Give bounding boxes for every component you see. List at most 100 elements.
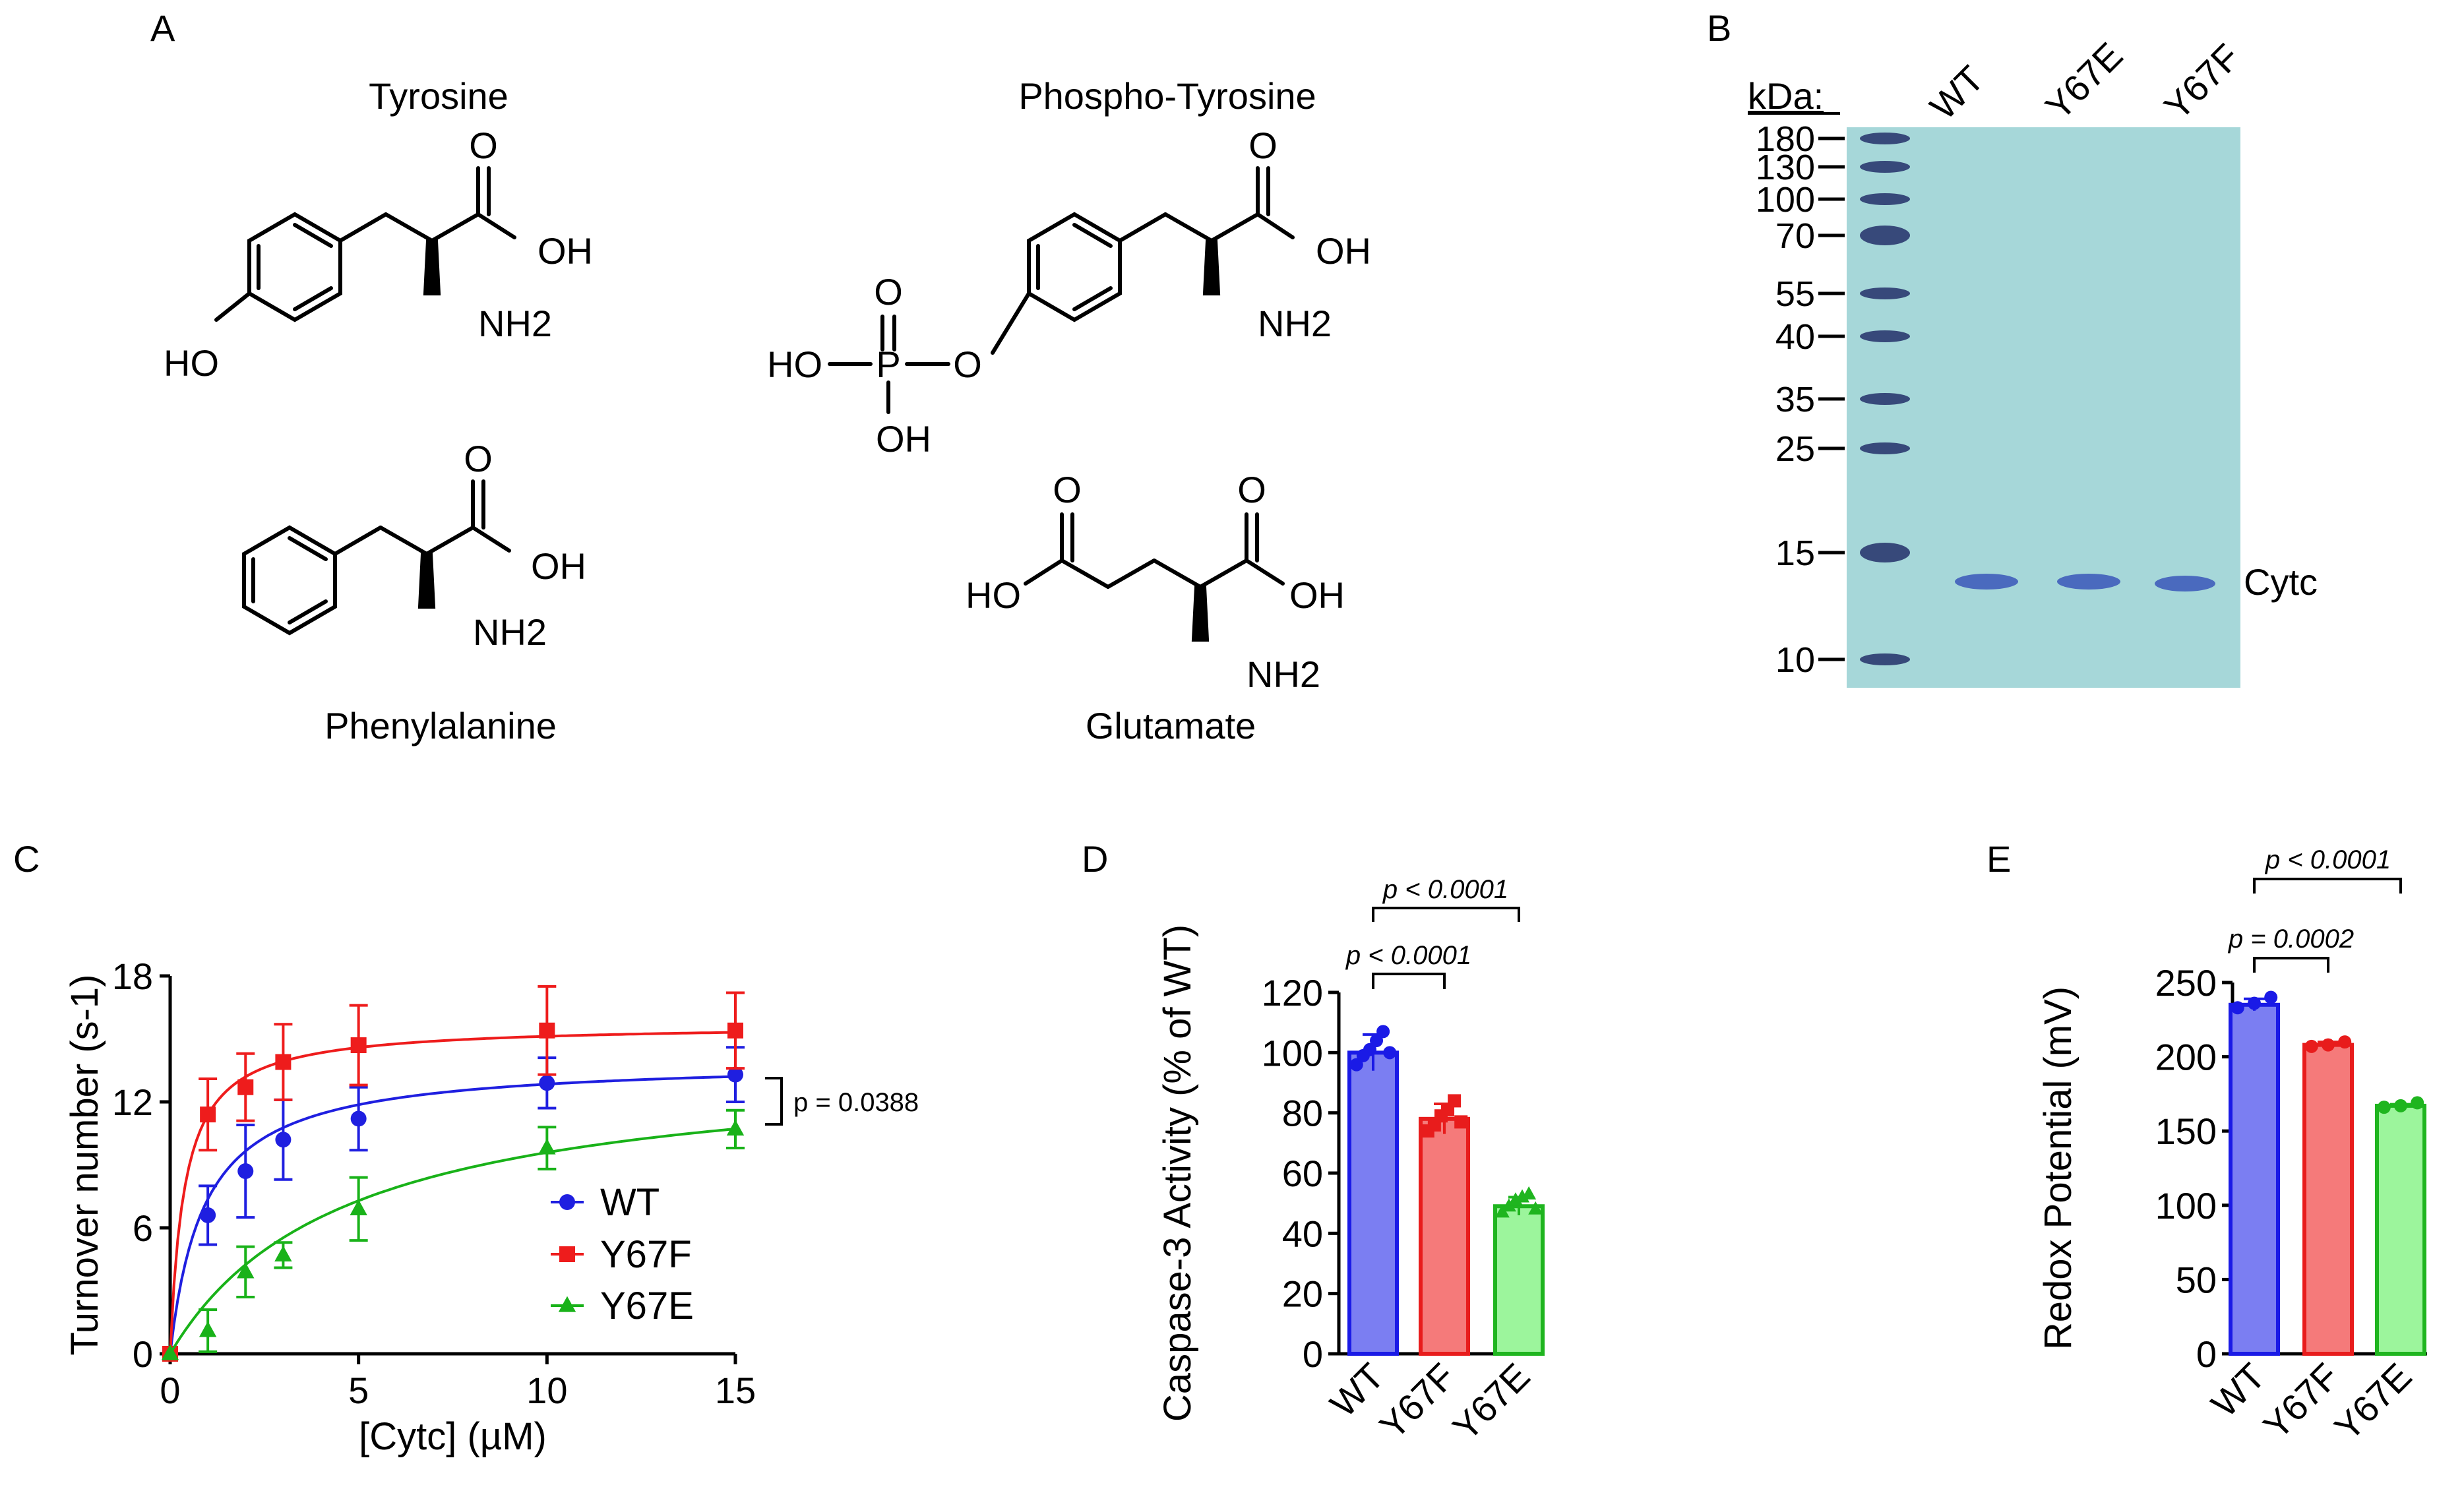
d-y-tick-label: 40: [1282, 1213, 1323, 1254]
panel-b: B kDa: WT Y67E Y67F 18013010070554035251…: [1707, 7, 2318, 688]
d-y-axis-title: Caspase-3 Activity (% of WT): [1156, 924, 1199, 1422]
marker-label: 25: [1775, 429, 1815, 469]
c-p-value: p = 0.0388: [793, 1088, 919, 1117]
c-data-point-y67e: [199, 1321, 217, 1337]
marker-label: 130: [1756, 148, 1815, 187]
marker-label: 15: [1775, 533, 1815, 573]
ladder-band: [1860, 193, 1910, 205]
d-y-tick-label: 20: [1282, 1273, 1323, 1315]
panel-a-letter: A: [150, 7, 175, 49]
ladder-band: [1860, 330, 1910, 342]
e-p-value-1: p = 0.0002: [2228, 924, 2354, 954]
phospho-tyrosine-label: Phospho-Tyrosine: [1018, 75, 1316, 117]
c-y-tick-label: 0: [133, 1333, 153, 1375]
ladder-band: [1860, 393, 1910, 405]
marker-label: 180: [1756, 119, 1815, 159]
phospho-o-top: O: [874, 271, 903, 313]
e-y-tick-label: 200: [2155, 1037, 2217, 1078]
glutamate-label: Glutamate: [1086, 705, 1256, 746]
e-bar-wt: [2229, 1002, 2280, 1356]
gel-image: [1847, 127, 2240, 688]
cytc-band-label: Cytc: [2244, 561, 2318, 603]
c-data-point-y67e: [161, 1344, 179, 1360]
e-bar-y67e: [2375, 1103, 2426, 1356]
e-data-point: [2248, 996, 2261, 1010]
d-data-point: [1454, 1115, 1468, 1129]
d-category-label: Y67F: [1371, 1355, 1463, 1447]
panel-b-letter: B: [1707, 7, 1731, 49]
ladder-band: [1860, 442, 1910, 454]
e-category-label: Y67E: [2326, 1355, 2419, 1448]
panel-c-letter: C: [13, 838, 40, 880]
ladder-band: [1860, 133, 1910, 144]
e-y-tick-label: 250: [2155, 962, 2217, 1004]
tyrosine-o: O: [469, 125, 498, 166]
lane-label: Y67F: [2156, 36, 2248, 127]
c-x-tick-label: 0: [160, 1370, 180, 1411]
e-p-value-2: p < 0.0001: [2265, 845, 2391, 874]
marker-label: 40: [1775, 317, 1815, 357]
phospho-tyrosine-structure: [828, 166, 1295, 414]
c-data-point-y67e: [538, 1138, 556, 1155]
glutamate-ho: HO: [966, 574, 1021, 616]
phospho-ho: HO: [767, 344, 822, 385]
ladder-lane: [1860, 133, 1910, 665]
e-data-point: [2231, 1001, 2244, 1015]
c-data-point-y67f: [200, 1106, 216, 1123]
d-data-point: [1383, 1046, 1397, 1060]
phospho-oh: OH: [1316, 230, 1371, 272]
tyrosine-structure: [214, 166, 516, 322]
ladder-band: [1860, 288, 1910, 299]
e-y-tick-label: 0: [2196, 1333, 2217, 1375]
c-data-point-wt: [350, 1110, 367, 1127]
band-wt: [1955, 574, 2018, 590]
sample-bands: [1955, 574, 2215, 591]
c-y-tick-label: 6: [133, 1207, 153, 1249]
c-x-tick-label: 10: [526, 1370, 567, 1411]
phospho-o: O: [1248, 125, 1278, 166]
glutamate-o-right: O: [1237, 469, 1266, 510]
marker-label: 100: [1756, 180, 1815, 220]
d-y-tick-label: 60: [1282, 1153, 1323, 1194]
c-legend-marker: [559, 1246, 575, 1262]
c-data-point-y67f: [539, 1022, 555, 1039]
glutamate-oh: OH: [1289, 574, 1345, 616]
phenylalanine-structure: [242, 479, 511, 636]
phenylalanine-nh2: NH2: [473, 611, 547, 653]
d-y-tick-label: 120: [1262, 972, 1323, 1014]
d-significance: [1372, 907, 1520, 989]
e-bar-y67f: [2302, 1043, 2354, 1356]
tyrosine-ho: HO: [164, 342, 219, 384]
e-significance: [2253, 878, 2402, 973]
band-y67f: [2155, 576, 2215, 591]
lane-labels: WT Y67E Y67F: [1922, 34, 2248, 127]
c-fit-curve-wt: [169, 1075, 736, 1354]
c-data-point-wt: [200, 1207, 216, 1223]
d-data-point: [1376, 1025, 1390, 1039]
c-data-point-y67e: [350, 1199, 367, 1215]
c-data-point-y67f: [237, 1079, 254, 1095]
glutamate-structure: [1024, 512, 1285, 642]
c-legend-marker: [558, 1296, 576, 1312]
c-data-point-wt: [727, 1066, 743, 1083]
d-bar-y67f: [1419, 1116, 1470, 1356]
marker-label: 10: [1775, 640, 1815, 680]
c-data-point-wt: [275, 1132, 292, 1148]
phospho-nh2: NH2: [1258, 303, 1332, 344]
marker-label: 35: [1775, 380, 1815, 419]
tyrosine-nh2: NH2: [478, 303, 552, 344]
c-fit-curve-y67f: [169, 1031, 735, 1354]
e-data-point: [2377, 1101, 2391, 1114]
d-data-point: [1349, 1058, 1363, 1072]
phospho-p: P: [876, 344, 900, 385]
c-data-point-wt: [539, 1075, 555, 1091]
c-y-tick-label: 12: [112, 1081, 153, 1123]
phenylalanine-o: O: [464, 438, 493, 479]
e-data-point: [2394, 1099, 2407, 1112]
tyrosine-label: Tyrosine: [369, 75, 508, 117]
